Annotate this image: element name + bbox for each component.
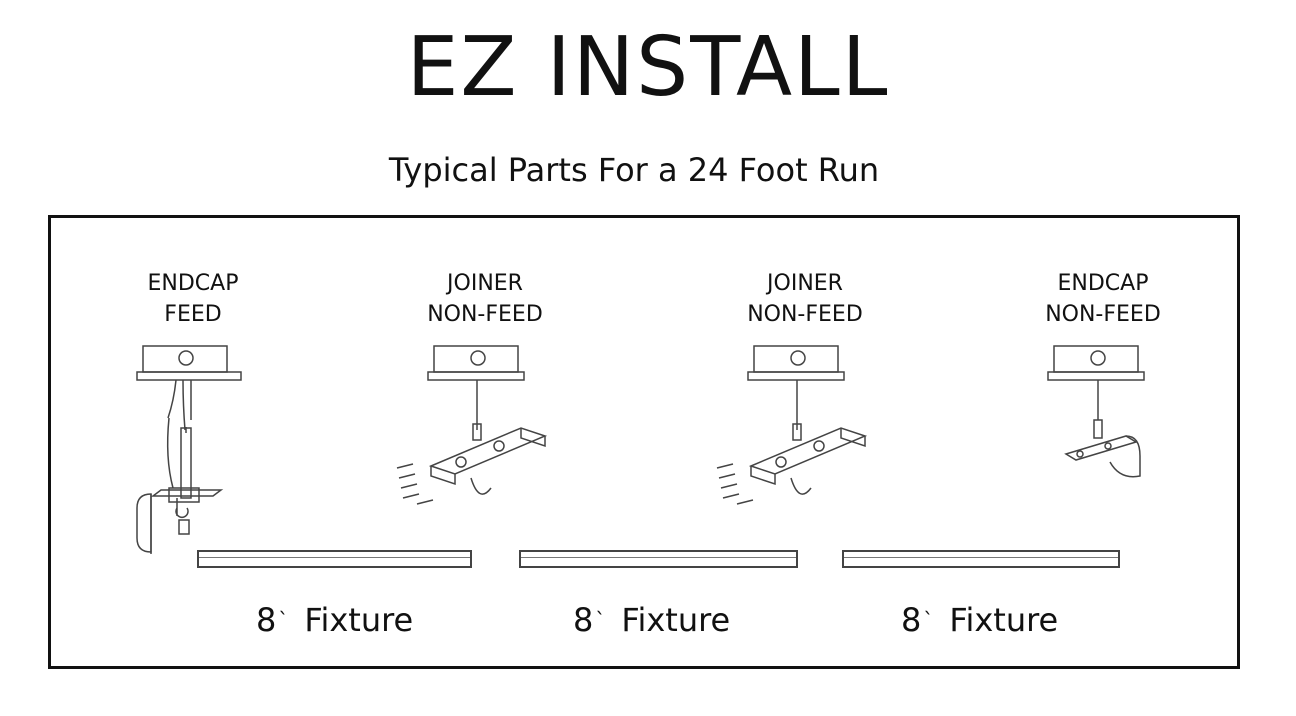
fixture-bar <box>197 550 472 568</box>
part-label-line2: FEED <box>164 302 222 327</box>
fixture-bar <box>842 550 1120 568</box>
endcap-feed-bracket-icon <box>136 345 242 554</box>
part-label-line1: JOINER <box>447 271 523 296</box>
endcap-bracket-icon <box>1047 345 1145 478</box>
joiner-bracket-icon <box>716 345 868 505</box>
part-label-endcap-feed: ENDCAP FEED <box>93 268 293 330</box>
joiner-bracket-icon <box>396 345 548 505</box>
part-label-line1: ENDCAP <box>147 271 239 296</box>
part-label-endcap-nonfeed: ENDCAP NON-FEED <box>1003 268 1203 330</box>
part-label-line2: NON-FEED <box>427 302 543 327</box>
fixture-label: 8`Fixture <box>256 601 414 639</box>
page-title: EZ INSTALL <box>406 20 890 115</box>
parts-diagram-panel: ENDCAP FEED JOINER NON-FEED JOINER NON-F… <box>48 215 1240 669</box>
fixture-bar <box>519 550 798 568</box>
part-label-line2: NON-FEED <box>747 302 863 327</box>
fixture-label: 8`Fixture <box>573 601 731 639</box>
fixture-label: 8`Fixture <box>901 601 1059 639</box>
page-subtitle: Typical Parts For a 24 Foot Run <box>388 151 880 189</box>
part-label-line1: JOINER <box>767 271 843 296</box>
part-label-joiner-2: JOINER NON-FEED <box>705 268 905 330</box>
part-label-line1: ENDCAP <box>1057 271 1149 296</box>
part-label-line2: NON-FEED <box>1045 302 1161 327</box>
part-label-joiner-1: JOINER NON-FEED <box>385 268 585 330</box>
